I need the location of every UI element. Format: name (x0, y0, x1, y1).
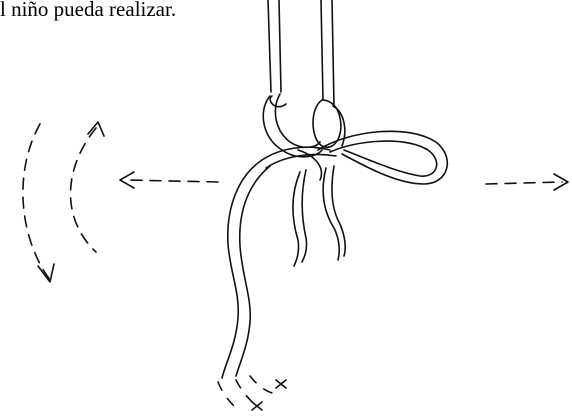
left-arrow-icon (120, 172, 218, 188)
rotation-arrow-icon (23, 122, 104, 282)
hanging-cords (268, 0, 334, 106)
short-cord-ends (293, 166, 345, 266)
x-marks (252, 380, 286, 410)
cord-motion-trails (218, 376, 276, 408)
long-loose-cord (222, 160, 270, 378)
right-arrow-icon (486, 174, 568, 190)
